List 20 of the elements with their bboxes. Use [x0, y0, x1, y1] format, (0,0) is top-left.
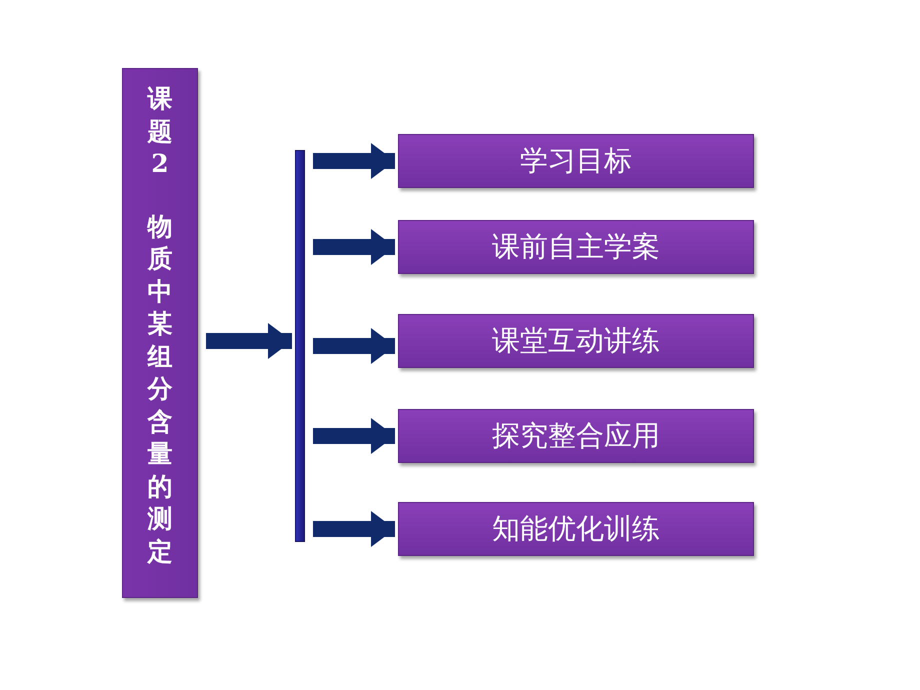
heading-text: 课题2	[146, 83, 174, 180]
title-box	[122, 68, 198, 598]
block-arrow	[313, 143, 395, 179]
block-arrow	[313, 328, 395, 364]
section-label: 课堂互动讲练	[492, 323, 660, 359]
block-arrow	[313, 229, 395, 265]
section-label: 课前自主学案	[492, 229, 660, 265]
block-arrow	[313, 511, 395, 547]
block-arrow	[313, 418, 395, 454]
section-box	[398, 409, 754, 463]
section-label: 知能优化训练	[492, 511, 660, 547]
vertical-bar	[295, 150, 305, 542]
section-label: 探究整合应用	[492, 418, 660, 454]
section-label: 学习目标	[520, 143, 632, 179]
section-box	[398, 220, 754, 274]
section-box	[398, 502, 754, 556]
title-text: 物质中某组分含量的测定	[146, 210, 174, 568]
block-arrow	[206, 323, 292, 359]
section-box	[398, 314, 754, 368]
section-box	[398, 134, 754, 188]
